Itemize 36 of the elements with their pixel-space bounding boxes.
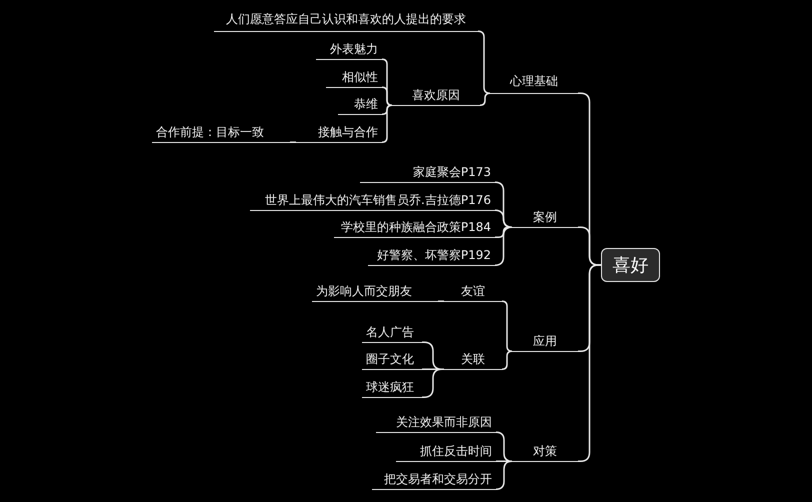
branch-label: 合作前提：目标一致 <box>152 123 290 143</box>
central-topic-box: 喜好 <box>601 248 660 282</box>
branch-label: 友谊 <box>444 282 502 302</box>
branch-label: 抓住反击时间 <box>396 442 496 462</box>
branch-label: 接触与合作 <box>296 123 382 143</box>
connector-line <box>290 142 296 143</box>
branch-label: 心理基础 <box>490 72 578 94</box>
branch-label: 外表魅力 <box>316 40 382 60</box>
branch-label: 恭维 <box>338 95 382 115</box>
branch-label: 学校里的种族融合政策P184 <box>334 218 495 238</box>
branch-label: 相似性 <box>326 68 382 88</box>
branch-label: 案例 <box>512 208 578 228</box>
connector-line <box>438 300 444 302</box>
branch-label: 把交易者和交易分开 <box>372 470 496 490</box>
connector-line <box>381 86 393 106</box>
branch-label: 名人广告 <box>362 323 422 343</box>
branch-label: 为影响人而交朋友 <box>312 282 438 302</box>
connector-line <box>479 92 491 106</box>
branch-label: 喜欢原因 <box>392 86 480 106</box>
connector-line <box>578 226 601 266</box>
branch-label: 人们愿意答应自己认识和喜欢的人提出的要求 <box>214 10 478 32</box>
branch-label: 对策 <box>512 442 578 462</box>
branch-label: 世界上最伟大的汽车销售员乔.吉拉德P176 <box>250 191 495 211</box>
connector-line <box>501 350 513 370</box>
branch-label: 关注效果而非原因 <box>376 413 496 433</box>
branch-label: 好警察、坏警察P192 <box>368 246 495 266</box>
connector-line <box>495 460 513 490</box>
branch-label: 圈子文化 <box>362 350 422 370</box>
branch-label: 球迷疯狂 <box>362 378 422 398</box>
branch-label: 家庭聚会P173 <box>360 163 495 183</box>
branch-label: 应用 <box>512 332 578 352</box>
connector-line <box>495 226 512 238</box>
connector-line <box>496 460 512 462</box>
branch-label: 关联 <box>444 350 502 370</box>
connector-line <box>494 226 513 266</box>
connector-line <box>382 104 392 115</box>
